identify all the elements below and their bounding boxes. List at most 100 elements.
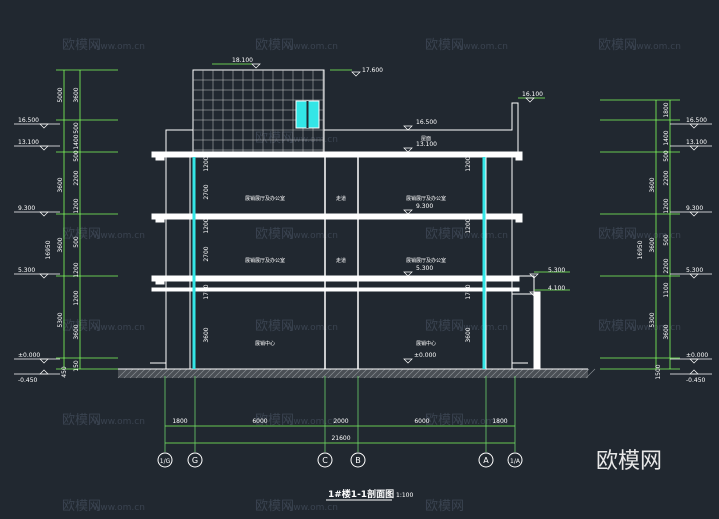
dim-text: 1200 (663, 198, 670, 213)
elev-label: 5.300 (686, 267, 703, 274)
dim-text: 5300 (57, 312, 64, 327)
dim-text: 3600 (649, 177, 656, 192)
watermark-text: 欧模网 (62, 319, 101, 334)
plinth-right (511, 362, 528, 369)
elev-label: 18.100 (232, 57, 253, 64)
watermark-text: 欧模网 (598, 227, 637, 242)
elev-label: 5.300 (416, 265, 433, 272)
watermark-url: www.om.cn (93, 417, 145, 427)
dim-text: 1200 (73, 262, 80, 277)
elev-label: ±0.000 (414, 352, 436, 359)
axis-label-1a: 1/A (510, 458, 521, 465)
watermark-url: www.om.cn (93, 42, 145, 52)
watermark-text: 欧模网 (425, 319, 464, 334)
watermark-url: www.om.cn (286, 42, 338, 52)
watermark-text: 欧模网 (62, 499, 101, 514)
right-dim-texts: 1800 1400 500 2200 1200 500 2200 1100 36… (637, 102, 670, 379)
dim-text: 5000 (57, 87, 64, 102)
watermark-text: 欧模网 (62, 227, 101, 242)
dim-text: 3600 (465, 327, 472, 342)
left-parapet (165, 129, 193, 155)
watermark-layer: 欧模网 www.om.cn 欧模网 www.om.cn 欧模网 www.om.c… (62, 38, 681, 514)
watermark-text: 欧模网 (255, 38, 294, 53)
dim-text: 1800 (172, 418, 187, 425)
watermark-url: www.om.cn (286, 503, 338, 513)
axis-label-a: A (483, 456, 489, 465)
dim-text: 1200 (465, 218, 472, 233)
room-label: 展销展厅及办公室 (245, 257, 285, 264)
elevation-marks (14, 63, 712, 375)
elev-label: 9.300 (18, 205, 35, 212)
dim-text: 1800 (663, 102, 670, 117)
elev-label: 5.300 (548, 267, 565, 274)
axis-bubble (317, 452, 333, 468)
title-scale: 1:100 (396, 492, 413, 499)
axis-label-b: B (355, 456, 361, 465)
tower-tile-grid (193, 70, 324, 155)
axis-label-1g: 1/G (160, 458, 171, 465)
dim-text: 1200 (465, 156, 472, 171)
dim-text: 2200 (663, 258, 670, 273)
axis-label-c: C (322, 456, 328, 465)
room-label: 展销展厅及办公室 (406, 195, 446, 202)
dim-text: 2000 (333, 418, 348, 425)
dim-text: 450 (61, 366, 68, 378)
axis-bubble (350, 452, 366, 468)
dim-text: 6000 (414, 418, 429, 425)
dim-text: 1700 (203, 284, 210, 299)
second-floor-beam (151, 287, 520, 292)
watermark-text: 欧模网 (255, 131, 294, 146)
elev-label: 13.100 (416, 141, 437, 148)
watermark-url: www.om.cn (629, 231, 681, 241)
ground-hatch (117, 368, 596, 379)
watermark-url: www.om.cn (629, 323, 681, 333)
watermark-text: 欧模网 (255, 227, 294, 242)
watermark-text: 欧模网 (425, 38, 464, 53)
watermark-url: www.om.cn (629, 42, 681, 52)
watermark-text: 欧模网 (255, 413, 294, 428)
axis-bubble (478, 452, 494, 468)
dim-text: 1800 (492, 418, 507, 425)
watermark-text: 欧模网 (62, 38, 101, 53)
dim-text: 1200 (203, 218, 210, 233)
elevation-labels: 16.500 13.100 9.300 5.300 ±0.000 -0.450 … (18, 57, 708, 384)
beam (155, 151, 165, 161)
room-label: 展销中心 (416, 340, 436, 347)
watermark-url: www.om.cn (93, 323, 145, 333)
dim-text: 1100 (663, 282, 670, 297)
brand-logo: 欧模网 (596, 449, 662, 474)
watermark-text: 欧模网 (425, 413, 464, 428)
elev-label: ±0.000 (18, 352, 40, 359)
dim-text: 500 (663, 150, 670, 162)
beam (155, 213, 165, 223)
window-dim-texts: 1200 2700 1200 2700 1700 3600 1200 1200 … (203, 156, 472, 342)
dim-text: 1200 (73, 198, 80, 213)
watermark-url: www.om.cn (93, 231, 145, 241)
second-floor-slab (151, 275, 520, 282)
dim-text: 2200 (73, 170, 80, 185)
dim-text: 3600 (57, 177, 64, 192)
dim-text: 2700 (203, 246, 210, 261)
elev-label: 4.100 (548, 285, 565, 292)
elev-label: ±0.000 (686, 352, 708, 359)
dim-text: 150 (73, 360, 80, 372)
room-label: 展销展厅及办公室 (245, 195, 285, 202)
watermark-url: www.om.cn (286, 323, 338, 333)
elev-label: 16.500 (18, 117, 39, 124)
dim-text: 1200 (203, 156, 210, 171)
dim-text: 1700 (465, 284, 472, 299)
dim-text: 500 (73, 150, 80, 162)
watermark-url: www.om.cn (456, 417, 508, 427)
axis-bubbles: 1/G G C B A 1/A (157, 452, 523, 468)
room-label: 展销展厅及办公室 (406, 257, 446, 264)
dim-text: 500 (73, 236, 80, 248)
dim-text: 3600 (663, 324, 670, 339)
dim-text: 3600 (57, 237, 64, 252)
building-section (150, 69, 541, 370)
dim-total: 16950 (45, 240, 52, 259)
elev-label: 9.300 (686, 205, 703, 212)
dim-text: 3600 (203, 327, 210, 342)
elev-label: -0.450 (686, 377, 706, 384)
